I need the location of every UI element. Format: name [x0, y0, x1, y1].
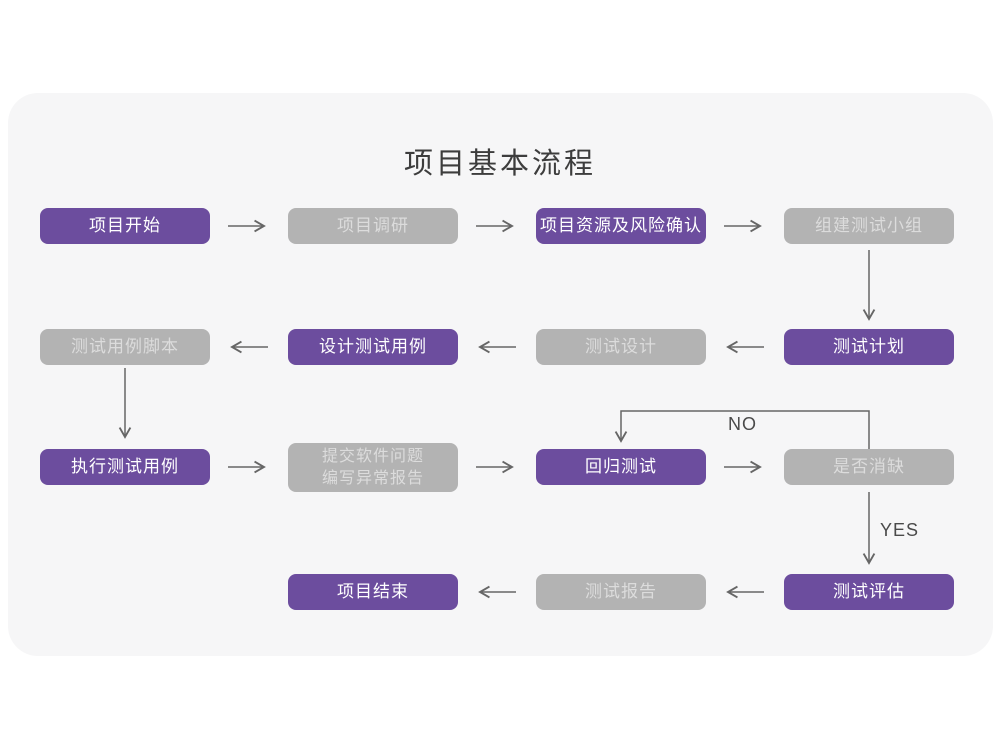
flowchart-card [8, 93, 993, 656]
node-build-test-team: 组建测试小组 [784, 208, 954, 244]
node-resource-risk: 项目资源及风险确认 [536, 208, 706, 244]
node-regression-test: 回归测试 [536, 449, 706, 485]
edge-label-no: NO [728, 414, 757, 434]
page-title: 项目基本流程 [403, 148, 596, 180]
node-test-plan: 测试计划 [784, 329, 954, 365]
node-test-design: 测试设计 [536, 329, 706, 365]
node-submit-report: 提交软件问题 编写异常报告 [288, 443, 458, 492]
node-project-research: 项目调研 [288, 208, 458, 244]
edge-label-yes: YES [880, 520, 920, 540]
node-design-cases: 设计测试用例 [288, 329, 458, 365]
node-project-start: 项目开始 [40, 208, 210, 244]
node-defect-cleared: 是否消缺 [784, 449, 954, 485]
node-execute-cases: 执行测试用例 [40, 449, 210, 485]
node-test-evaluate: 测试评估 [784, 574, 954, 610]
node-project-end: 项目结束 [288, 574, 458, 610]
node-case-script: 测试用例脚本 [40, 329, 210, 365]
node-test-report: 测试报告 [536, 574, 706, 610]
